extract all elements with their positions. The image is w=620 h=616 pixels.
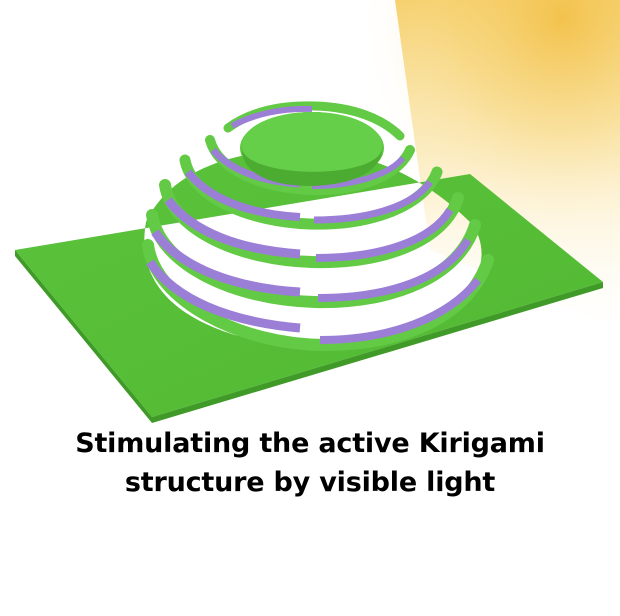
actuator-strip-5b xyxy=(311,155,406,189)
actuator-strip-1a xyxy=(146,259,301,333)
actuator-strip-2b xyxy=(317,237,472,302)
actuator-strip-top xyxy=(230,105,313,129)
caption-line-2: structure by visible light xyxy=(124,467,496,498)
actuator-strip-4a xyxy=(184,169,301,221)
caption-line-1: Stimulating the active Kirigami xyxy=(75,428,545,459)
actuator-strip-1b xyxy=(319,277,482,344)
base-sheet xyxy=(15,150,603,417)
actuator-strip-3a xyxy=(164,197,301,259)
figure-caption: Stimulating the active Kirigami structur… xyxy=(0,424,620,502)
actuator-strip-4b xyxy=(313,179,433,224)
kirigami-dome-illustration xyxy=(15,101,603,423)
actuator-strip-3b xyxy=(315,207,454,262)
actuator-strip-2a xyxy=(151,229,301,297)
